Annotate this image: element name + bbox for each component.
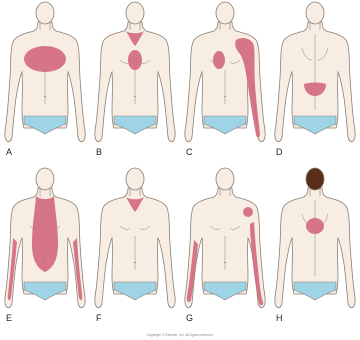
head-with-hair <box>306 168 324 190</box>
panel-label: C <box>186 147 193 157</box>
panel-f: F <box>95 168 175 323</box>
panel-label: H <box>276 313 283 323</box>
panel-label: A <box>6 147 12 157</box>
copyright-notice: Copyright © Elsevier, Inc. All rights re… <box>147 333 214 337</box>
pain-region-chest-center-wide <box>24 46 66 72</box>
pain-region-left-shoulder-small <box>243 207 253 217</box>
head <box>126 2 144 24</box>
panel-label: D <box>276 147 283 157</box>
pain-region-chest-center-oval <box>128 50 142 70</box>
head <box>36 2 54 24</box>
panel-a: A <box>5 2 85 157</box>
panel-e: E <box>5 168 85 323</box>
panel-d: D <box>275 2 355 157</box>
panel-label: F <box>96 313 102 323</box>
head <box>216 168 234 190</box>
underwear <box>204 116 246 134</box>
head <box>36 168 54 190</box>
underwear <box>114 116 156 134</box>
panel-label: E <box>6 313 12 323</box>
head <box>216 2 234 24</box>
underwear <box>294 282 336 300</box>
underwear <box>24 282 66 300</box>
underwear <box>204 282 246 300</box>
underwear <box>24 116 66 134</box>
panel-c: C <box>185 2 265 157</box>
panel-label: B <box>96 147 102 157</box>
panel-g: G <box>185 168 265 323</box>
panel-h: H <box>275 168 355 323</box>
head <box>306 2 324 24</box>
panel-label: G <box>186 313 193 323</box>
pain-region-chest-center-small <box>213 51 225 69</box>
pain-region-upper-back-between-scapulae <box>306 218 324 234</box>
head <box>126 168 144 190</box>
panel-b: B <box>95 2 175 157</box>
underwear <box>294 116 336 134</box>
pain-region-neck-chest-band <box>32 196 58 272</box>
underwear <box>114 282 156 300</box>
